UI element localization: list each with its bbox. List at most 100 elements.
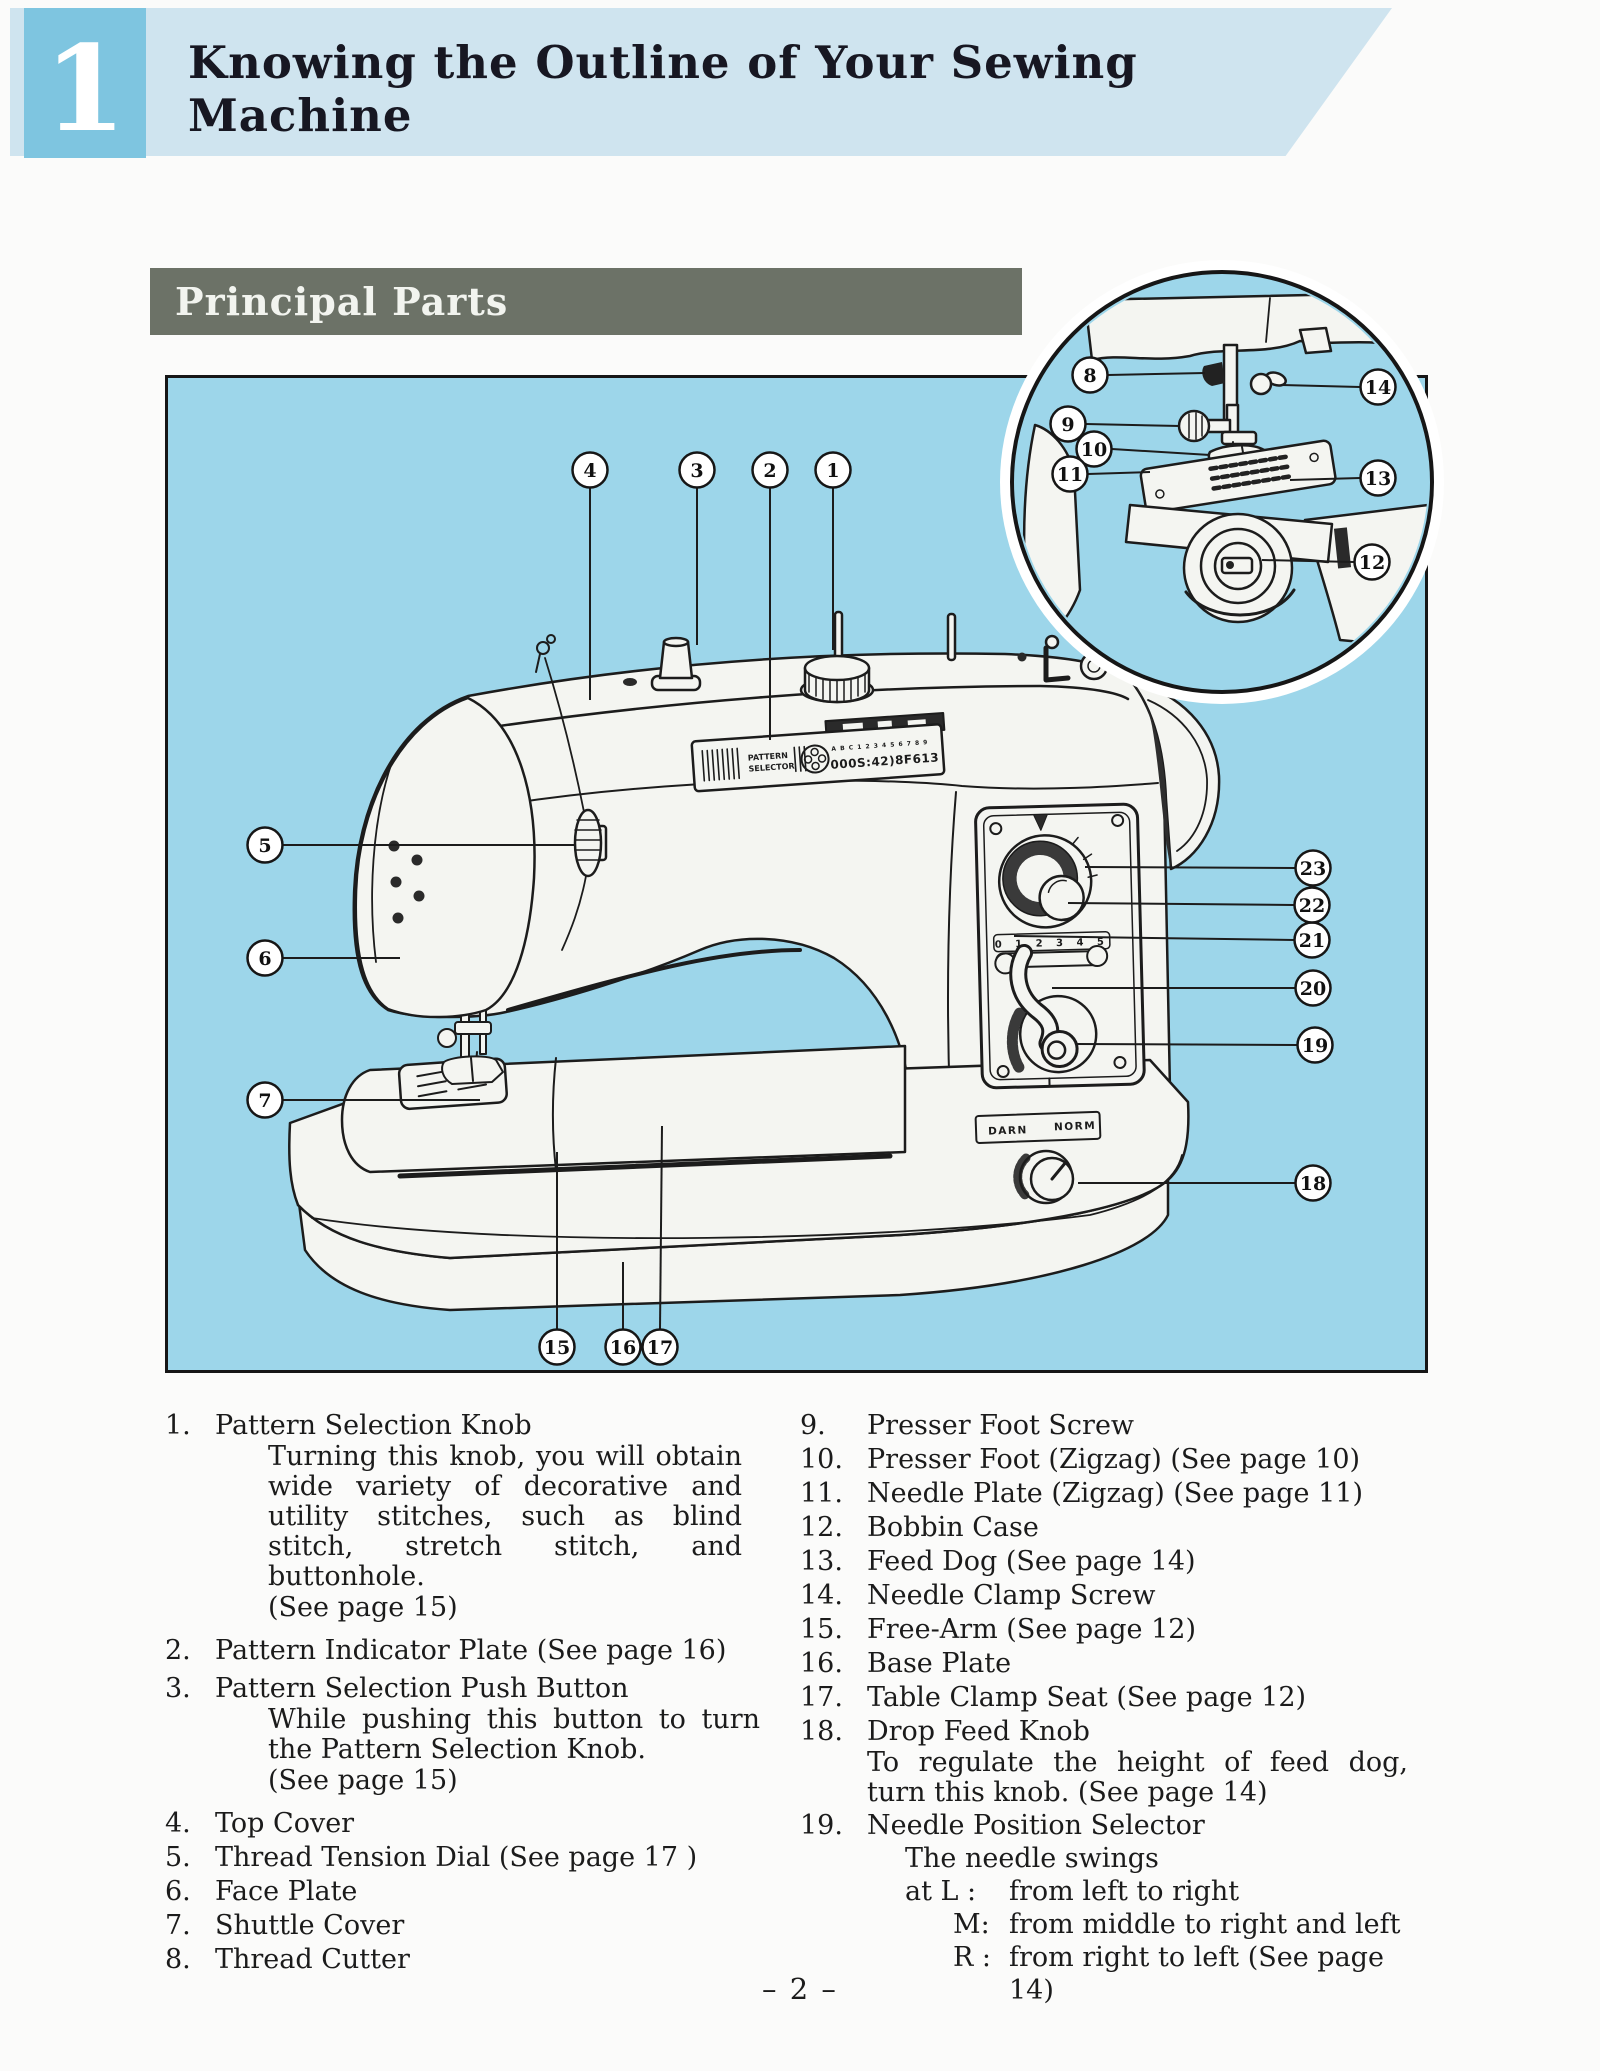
- part-item-8: 8. Thread Cutter: [165, 1944, 410, 1975]
- part-item-5: 5. Thread Tension Dial (See page 17 ): [165, 1842, 698, 1873]
- part-item-10: 10. Presser Foot (Zigzag) (See page 10): [800, 1444, 1361, 1475]
- needle-clamp-screw: [1249, 371, 1287, 396]
- callout-19: 19: [1075, 1026, 1334, 1064]
- callouts: 1 2 3 4 5 6 7: [246, 356, 1397, 1366]
- spool-pin: [946, 612, 957, 662]
- svg-text:1: 1: [826, 460, 839, 482]
- callout-20: 20: [1052, 969, 1332, 1007]
- svg-text:7: 7: [258, 1090, 271, 1112]
- callout-9: 9: [1049, 405, 1181, 443]
- chapter-number: 1: [43, 19, 127, 158]
- page-number: – 2 –: [762, 1972, 838, 2006]
- svg-text:18: 18: [1300, 1173, 1326, 1195]
- part-desc-3: While pushing this button to turn the Pa…: [268, 1704, 760, 1765]
- callout-4: 4: [571, 451, 609, 700]
- part-item-15: 15. Free-Arm (See page 12): [800, 1614, 1196, 1645]
- inset-circle: [1000, 260, 1444, 704]
- callout-17: 17: [641, 1125, 679, 1366]
- callout-21: 21: [1013, 921, 1331, 959]
- needle-swing-intro: The needle swings: [905, 1843, 1159, 1874]
- machine-body: [352, 652, 1172, 1103]
- svg-text:4: 4: [583, 460, 596, 482]
- svg-text:20: 20: [1300, 978, 1326, 1000]
- control-panel: 0 1 2 3 4 5: [974, 802, 1146, 1090]
- face-plate: [354, 696, 536, 1019]
- callout-10: 10: [1075, 430, 1211, 468]
- svg-text:21: 21: [1299, 930, 1325, 952]
- section-bar: Principal Parts: [150, 268, 1022, 335]
- pattern-plate-label-1: PATTERN: [748, 751, 789, 763]
- pattern-selection-knob: [799, 610, 875, 704]
- handwheel: [1129, 679, 1221, 871]
- top-cover-hardware: [623, 610, 1109, 704]
- callout-22: 22: [1067, 886, 1331, 924]
- inset-presser-foot-screw: [1177, 409, 1211, 443]
- callout-12: 12: [1261, 543, 1391, 581]
- svg-text:14: 14: [1365, 377, 1391, 399]
- part-see-1: (See page 15): [268, 1592, 458, 1623]
- svg-text:8: 8: [1083, 365, 1096, 387]
- part-item-17: 17. Table Clamp Seat (See page 12): [800, 1682, 1307, 1713]
- part-item-11: 11. Needle Plate (Zigzag) (See page 11): [800, 1478, 1363, 1509]
- part-desc-18: To regulate the height of feed dog, turn…: [867, 1747, 1408, 1808]
- svg-text:17: 17: [647, 1337, 673, 1359]
- svg-text:22: 22: [1299, 895, 1325, 917]
- part-item-7: 7. Shuttle Cover: [165, 1910, 405, 1941]
- svg-text:12: 12: [1359, 552, 1385, 574]
- svg-text:13: 13: [1365, 468, 1391, 490]
- swing-row-l: at L : from left to right: [905, 1876, 1240, 1907]
- svg-text:16: 16: [610, 1337, 636, 1359]
- callout-13: 13: [1289, 459, 1397, 497]
- svg-text:9: 9: [1061, 414, 1074, 436]
- part-item-6: 6. Face Plate: [165, 1876, 358, 1907]
- chapter-banner: [10, 8, 1392, 156]
- darn-label: DARN: [988, 1124, 1028, 1137]
- svg-text:2: 2: [763, 460, 776, 482]
- pattern-indicator-plate: PATTERN SELECTOR A B C 1 2 3 4 5 6 7 8 9…: [690, 711, 946, 793]
- callout-16: 16: [604, 1262, 642, 1366]
- svg-text:19: 19: [1302, 1035, 1328, 1057]
- chapter-number-block: 1: [24, 8, 146, 158]
- svg-text:11: 11: [1057, 464, 1083, 486]
- thread-tension-dial: [535, 634, 608, 951]
- part-item-9: 9. Presser Foot Screw: [800, 1410, 1135, 1441]
- part-item-19: 19. Needle Position Selector: [800, 1810, 1205, 1841]
- callout-8: 8: [1071, 356, 1206, 394]
- sewing-machine-drawing: PATTERN SELECTOR A B C 1 2 3 4 5 6 7 8 9…: [288, 610, 1221, 1312]
- callout-3: 3: [678, 451, 716, 645]
- part-item-4: 4. Top Cover: [165, 1808, 355, 1839]
- section-title: Principal Parts: [175, 279, 509, 324]
- sewing-machine-diagram: PATTERN SELECTOR A B C 1 2 3 4 5 6 7 8 9…: [246, 260, 1444, 1366]
- pattern-plate-label-2: SELECTOR: [748, 761, 795, 773]
- svg-text:23: 23: [1300, 858, 1326, 880]
- part-item-16: 16. Base Plate: [800, 1648, 1012, 1679]
- callout-15: 15: [538, 1152, 576, 1366]
- norm-label: NORM: [1054, 1120, 1097, 1133]
- callout-14: 14: [1281, 368, 1397, 406]
- pattern-selection-push-button: [650, 636, 702, 692]
- parts-list-left: 1. Pattern Selection Knob Turning this k…: [165, 1408, 765, 1976]
- swing-row-r: R : from right to left (See page 14): [953, 1942, 1384, 2006]
- callout-23: 23: [1084, 849, 1332, 887]
- part-item-2: 2. Pattern Indicator Plate (See page 16): [165, 1635, 727, 1666]
- inset-needle-plate: [1139, 439, 1337, 514]
- inset-drawing: [1022, 291, 1428, 650]
- bobbin-case: [1182, 512, 1296, 624]
- needle-swing-info: The needle swings at L : from left to ri…: [905, 1842, 1418, 2007]
- parts-list-right: 9. Presser Foot Screw 10. Presser Foot (…: [800, 1408, 1418, 2007]
- svg-text:3: 3: [690, 460, 703, 482]
- callout-6: 6: [246, 939, 400, 977]
- drop-feed-knob: DARN NORM: [974, 1110, 1102, 1205]
- swing-row-m: M: from middle to right and left: [953, 1909, 1401, 1940]
- presser-foot-screw: [437, 1028, 457, 1048]
- thread-tension-upper-dial: [997, 834, 1098, 929]
- part-item-14: 14. Needle Clamp Screw: [800, 1580, 1156, 1611]
- thread-cutter: [1202, 362, 1225, 386]
- part-item-3: 3. Pattern Selection Push Button: [165, 1673, 629, 1704]
- callout-7: 7: [246, 1081, 480, 1119]
- part-desc-1: Turning this knob, you will obtain wide …: [268, 1441, 742, 1592]
- needle-position-selector: [1006, 943, 1098, 1075]
- callout-1: 1: [814, 451, 852, 650]
- callout-18: 18: [1078, 1164, 1332, 1202]
- part-item-12: 12. Bobbin Case: [800, 1512, 1039, 1543]
